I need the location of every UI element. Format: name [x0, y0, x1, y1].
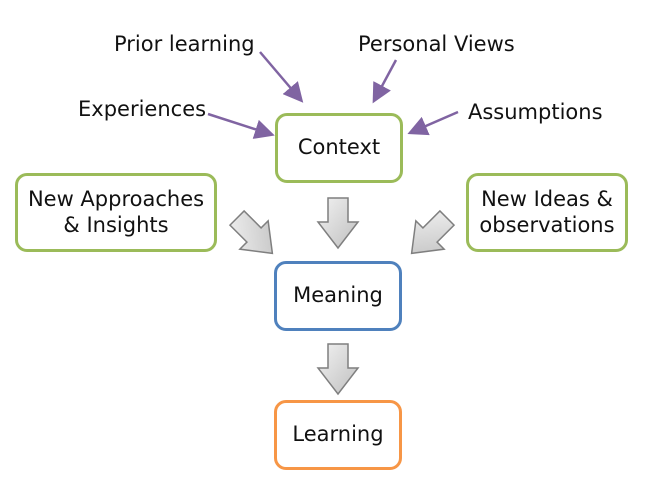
label-personal-views: Personal Views [358, 32, 515, 56]
new-approaches-label: New Approaches & Insights [27, 187, 205, 237]
learning-box: Learning [274, 400, 402, 470]
meaning-label: Meaning [293, 283, 383, 308]
new-approaches-box: New Approaches & Insights [15, 173, 217, 252]
label-prior-learning: Prior learning [114, 32, 255, 56]
arrow-prior-learning [259, 51, 304, 103]
block-arrow-meaning-to-learning [316, 343, 360, 396]
context-label: Context [297, 135, 381, 160]
label-assumptions: Assumptions [468, 100, 603, 124]
context-box: Context [275, 113, 403, 183]
block-arrow-context-to-meaning [316, 197, 360, 250]
arrow-experiences [207, 112, 275, 139]
block-arrow-approaches-to-meaning [228, 209, 274, 255]
arrow-assumptions [407, 110, 459, 136]
new-ideas-label: New Ideas & observations [479, 187, 615, 237]
label-experiences: Experiences [78, 97, 207, 121]
arrow-personal-views [372, 59, 398, 104]
meaning-box: Meaning [274, 261, 402, 331]
new-ideas-box: New Ideas & observations [466, 173, 628, 252]
learning-label: Learning [292, 422, 384, 447]
block-arrow-ideas-to-meaning [410, 209, 456, 255]
